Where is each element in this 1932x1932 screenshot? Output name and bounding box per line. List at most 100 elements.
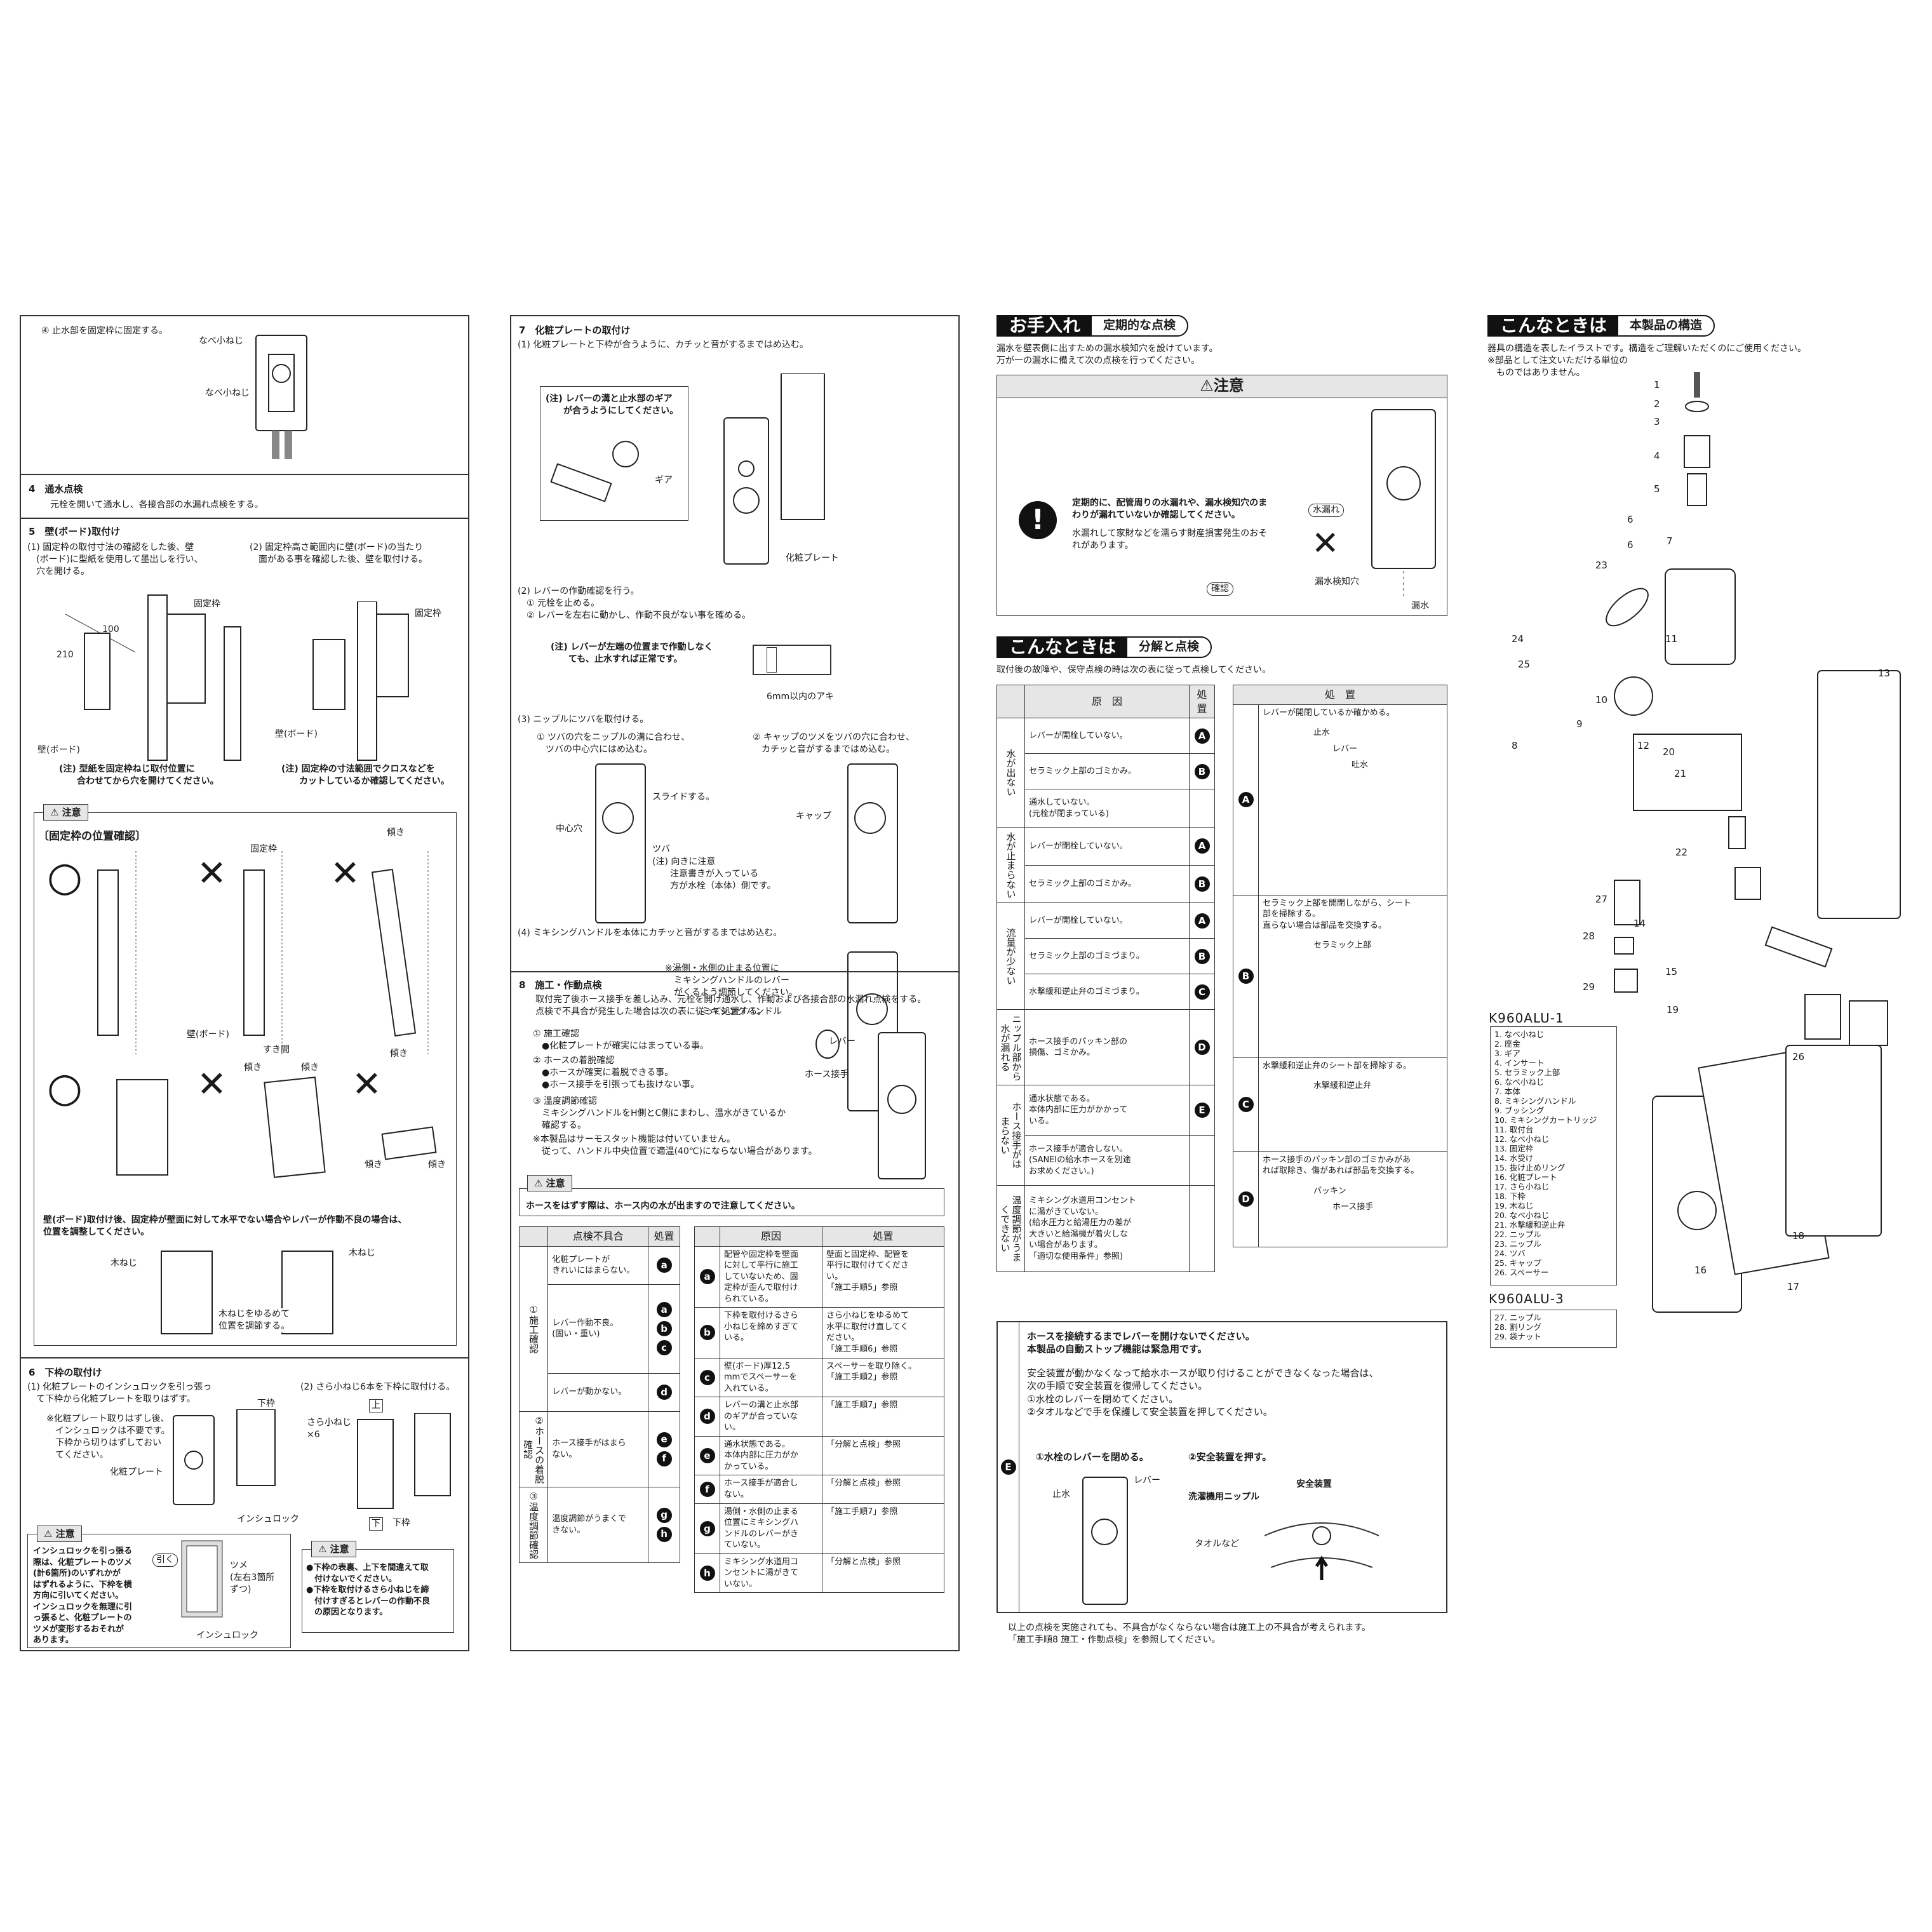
step6-2-text: (2) さら小ねじ6本を下枠に取付ける。 <box>300 1382 455 1392</box>
parts-list-item: 8. ミキシングハンドル <box>1494 1096 1576 1106</box>
leak-label: 水漏れ <box>1308 504 1344 517</box>
code-cell <box>1189 1135 1215 1186</box>
parts-list-item: 11. 取付台 <box>1494 1125 1534 1134</box>
code-badge: f <box>699 1481 715 1497</box>
part-number-callout: 21 <box>1674 768 1687 779</box>
position-check-title: 〔固定枠の位置確認〕 <box>38 830 146 843</box>
code-badge: B <box>1194 876 1210 892</box>
model1-label: K960ALU-1 <box>1489 1010 1564 1026</box>
code-cell: A <box>1189 718 1215 755</box>
frame-screw-illustration <box>255 335 307 459</box>
push-safety-illustration <box>1265 1522 1379 1580</box>
cause-cell: セラミック上部のゴミかみ。 <box>1024 753 1190 790</box>
parts-list-item: 1. なべ小ねじ <box>1494 1030 1545 1039</box>
parts-list-item: 21. 水撃緩和逆止弁 <box>1494 1220 1566 1230</box>
illustration-label: パッキン <box>1313 1186 1346 1196</box>
code-cell: A <box>1189 902 1215 939</box>
flat-screw-label: さら小ねじ ×6 <box>307 1418 351 1440</box>
table-row: 温度調節がうまくできないミキシング水道用コンセント に湯がきていない。 (給水圧… <box>996 1185 1215 1273</box>
close-lever-illustration <box>1082 1477 1128 1605</box>
step4-section: 4 通水点検 元栓を開いて通水し、各接合部の水漏れ点検をする。 <box>21 474 468 518</box>
column-installation-steps-7-8: 7 化粧プレートの取付け (1) 化粧プレートと下枠が合うように、カチッと音がす… <box>510 315 960 1651</box>
group-label-cell: ホース接手がはまらない <box>996 1085 1025 1186</box>
exclamation-icon: ! <box>1019 501 1057 539</box>
ng-mark-3: ✕ <box>197 1064 227 1105</box>
group-label: 水が止まらない <box>1005 831 1017 899</box>
fix-cell: 「分解と点検」参照 <box>822 1553 944 1593</box>
code-cell <box>1189 789 1215 828</box>
code-badge: B <box>1238 969 1254 984</box>
part-number-callout: 9 <box>1576 718 1583 730</box>
group-label: ②ホースの着脱確認 <box>522 1414 546 1484</box>
parts-list-item: 29. 袋ナット <box>1494 1332 1541 1341</box>
step7-3-text: (3) ニップルにツバを取付ける。 <box>518 714 649 725</box>
e-bold: ホースを接続するまでレバーを開けないでください。 本製品の自動ストップ機能は緊急… <box>1027 1331 1255 1355</box>
step7-3a-text: ① ツバの穴をニップルの溝に合わせ、 ツバの中心穴にはめ込む。 <box>537 732 690 755</box>
e-text: 安全装置が動かなくなって給水ホースが取り付けることができなくなった場合は、 次の… <box>1027 1367 1379 1418</box>
table-row: 水が止まらないレバーが閉栓していない。A <box>996 827 1215 904</box>
cause-cell: ホース接手が適合しない。 (SANEIの給水ホースを別途 お求めください。) <box>1024 1135 1190 1186</box>
part-number-callout: 25 <box>1518 659 1531 670</box>
insulock-label-1: インシュロック <box>237 1514 299 1524</box>
code-badge: g <box>699 1520 715 1536</box>
step4-text: 元栓を開いて通水し、各接合部の水漏れ点検をする。 <box>50 500 264 510</box>
code-badge: A <box>1194 838 1210 854</box>
fix-cell: 壁面と固定枠、配管を 平行に取付けてくださ い。 「施工手順5」参照 <box>822 1245 944 1308</box>
parts-list-item: 20. なべ小ねじ <box>1494 1211 1550 1220</box>
plate-removal-illustration <box>173 1409 276 1505</box>
parts-list-item: 25. キャップ <box>1494 1258 1541 1268</box>
care-intro: 漏水を壁表側に出すための漏水検知穴を設けています。 万が一の漏水に備えて次の点検… <box>996 344 1218 366</box>
footnote: 以上の点検を実施されても、不具合がなくならない場合は施工上の不具合が考えられます… <box>1008 1623 1371 1645</box>
table-row: 水撃緩和逆止弁のゴミづまり。C <box>997 974 1215 1010</box>
group-label-cell: ③温度調節確認 <box>518 1486 549 1563</box>
parts-list-item: 7. 本体 <box>1494 1087 1520 1096</box>
code-badge: g <box>656 1507 672 1523</box>
trouble-heading: こんなときは分解と点検 <box>996 636 1212 658</box>
plate-label: 化粧プレート <box>786 553 839 563</box>
dim-210: 210 <box>57 650 74 660</box>
part-number-callout: 6 <box>1627 514 1633 525</box>
code-badge: C <box>1194 984 1210 1000</box>
group-label: 温度調節がうまくできない <box>999 1195 1023 1263</box>
x-mark: ✕ <box>1311 525 1339 563</box>
step7-title: 7 化粧プレートの取付け <box>519 325 631 336</box>
code-cell: c <box>694 1357 720 1398</box>
column-header: 処置 <box>1189 684 1215 719</box>
frame-side-views <box>97 851 429 1054</box>
e-safety-label: 安全装置 <box>1296 1479 1332 1489</box>
code-cell: A <box>1189 827 1215 866</box>
frame-label-2: 固定枠 <box>415 608 441 619</box>
cause-cell: ホース接手のパッキン部の 損傷、ゴミかみ。 <box>1024 1009 1190 1086</box>
code-badge: e <box>656 1432 672 1447</box>
code-cell: D <box>1189 1009 1215 1086</box>
group-label: 流量が少ない <box>1005 927 1017 985</box>
corner-cell <box>518 1226 549 1247</box>
code-badge: a <box>699 1269 715 1285</box>
code-cell: C <box>1189 974 1215 1010</box>
check2-text: ② ホースの着脱確認 ●ホースが確実に着脱できる事。 ●ホース接手を引張っても抜… <box>533 1056 700 1090</box>
wall-label-2: 壁(ボード) <box>275 729 318 739</box>
lower-frame-label-2: 下枠 <box>392 1518 410 1528</box>
parts-list-item: 13. 固定枠 <box>1494 1144 1534 1153</box>
check3-text: ③ 温度調節確認 ミキシングハンドルをH側とC側にまわし、温水がきているか 確認… <box>533 1096 786 1130</box>
leak-plate-illustration <box>1371 409 1436 598</box>
gear-note-box: (注) レバーの溝と止水部のギア が合うようにしてください。 ギア <box>540 386 688 521</box>
part-number-callout: 7 <box>1667 535 1673 547</box>
part-number-callout: 4 <box>1654 450 1660 462</box>
up-label: 上 <box>369 1399 383 1412</box>
illustration-label: セラミック上部 <box>1313 941 1372 951</box>
illustration-label: 水撃緩和逆止弁 <box>1313 1081 1372 1091</box>
ok-mark-1: ○ <box>47 854 83 901</box>
cap-illustration <box>847 763 898 923</box>
wall-template-illustration <box>65 594 241 761</box>
lever-gap-diagram <box>753 645 831 675</box>
tilt-label-1: 傾き <box>387 828 405 838</box>
column-installation-steps-3-6: ④ 止水部を固定枠に固定する。 なべ小ねじ なべ小ねじ 4 通水点検 元栓を開い… <box>20 315 469 1651</box>
fix-illustration: 止水レバー吐水 <box>1275 727 1443 771</box>
